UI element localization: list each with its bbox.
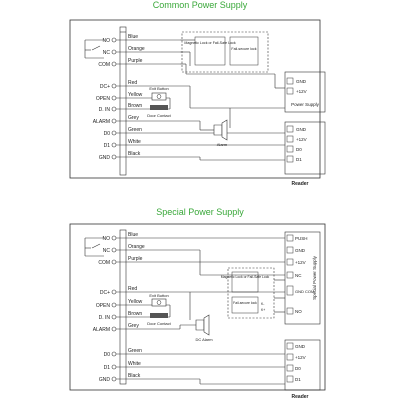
polarity-k-plus: K+ — [261, 308, 265, 312]
terminal-d-in: D. IN — [99, 107, 111, 113]
secure-lock-label: Fail-secure lock — [231, 47, 256, 51]
reader-box — [284, 121, 326, 175]
psu-12v-label: +12V — [295, 260, 306, 265]
diagram-title-common: Common Power Supply — [152, 0, 248, 10]
terminal-alarm: ALARM — [93, 119, 110, 125]
wire-white: White — [128, 361, 141, 367]
terminal-gnd: GND — [99, 377, 111, 383]
terminal-dc-plus: DC+ — [100, 290, 110, 296]
terminal-d-in: D. IN — [99, 315, 111, 321]
lock-box — [227, 267, 275, 319]
wire-grey: Grey — [128, 323, 139, 329]
alarm-symbol — [213, 119, 228, 141]
terminal-no: NO — [103, 236, 111, 242]
alarm-label: DC Alarm — [195, 337, 213, 342]
wire-orange: Orange — [128, 244, 145, 250]
wire-brown: Brown — [128, 103, 142, 109]
terminal-d0: D0 — [104, 352, 111, 358]
terminal-d1: D1 — [104, 365, 111, 371]
exit-button-symbol — [151, 92, 167, 101]
wire-orange: Orange — [128, 46, 145, 52]
alarm-label: Alarm — [217, 142, 228, 147]
polarity-k-minus: K- — [261, 302, 264, 306]
terminal-gnd: GND — [99, 155, 111, 161]
wire-black: Black — [128, 151, 141, 157]
terminal-circles — [111, 235, 117, 382]
terminal-com: COM — [98, 260, 110, 266]
reader-title: Reader — [292, 394, 309, 400]
terminal-nc: NC — [103, 50, 111, 56]
power-supply-box — [284, 71, 326, 113]
power-supply-box — [284, 231, 321, 325]
psu-12v-label: +12V — [296, 89, 307, 94]
terminal-dc-plus: DC+ — [100, 84, 110, 90]
door-contact-label: Door Contact — [147, 113, 171, 118]
psu-title: Power Supply — [291, 102, 320, 107]
wiring-diagram-common: NO NC COM DC+ OPEN D. IN ALARM D0 D1 GND… — [69, 19, 326, 187]
terminal-alarm: ALARM — [93, 327, 110, 333]
reader-d1-label: D1 — [296, 157, 302, 162]
terminal-com: COM — [98, 62, 110, 68]
diagram-frame — [69, 223, 326, 391]
wire-purple: Purple — [128, 58, 143, 64]
terminal-open: OPEN — [96, 303, 111, 309]
wire-yellow: Yellow — [128, 299, 143, 305]
reader-gnd-label: GND — [296, 127, 307, 132]
reader-d1-label: D1 — [295, 377, 301, 382]
lock-label: Magnetic Lock or Fail-Safe Lock — [221, 275, 270, 279]
wire-white: White — [128, 139, 141, 145]
psu-gnd-com-label: GND COM — [295, 289, 314, 294]
wire-red: Red — [128, 286, 137, 292]
reader-box — [284, 339, 321, 391]
wire-green: Green — [128, 348, 142, 354]
wire-green: Green — [128, 127, 142, 133]
wire-grey: Grey — [128, 115, 139, 121]
wire-purple: Purple — [128, 256, 143, 262]
wiring-diagram-special: NO NC COM DC+ OPEN D. IN ALARM D0 D1 GND… — [69, 223, 326, 400]
reader-d0-label: D0 — [295, 366, 301, 371]
psu-no-label: NO — [295, 309, 302, 314]
psu-nc-label: NC — [295, 273, 302, 278]
lock-box — [180, 31, 275, 75]
relay-symbol — [84, 39, 104, 59]
door-contact-symbol — [150, 105, 168, 110]
door-contact-symbol — [150, 313, 168, 318]
psu-gnd-label: GND — [295, 248, 306, 253]
wire-yellow: Yellow — [128, 92, 143, 98]
psu-title: Special Power Supply — [312, 255, 317, 300]
exit-button-label: Exit Button — [149, 86, 168, 91]
reader-gnd-label: GND — [295, 344, 306, 349]
reader-title: Reader — [292, 181, 309, 187]
reader-12v-label: +12V — [296, 137, 307, 142]
alarm-symbol — [195, 314, 210, 336]
lock-label: Magnetic Lock or Fail-Safe Lock — [184, 41, 236, 45]
psu-gnd-label: GND — [296, 79, 307, 84]
wire-brown: Brown — [128, 311, 142, 317]
terminal-strip — [119, 229, 127, 385]
terminal-nc: NC — [103, 248, 111, 254]
terminal-d0: D0 — [104, 131, 111, 137]
terminal-no: NO — [103, 38, 111, 44]
secure-lock-label: Fail-secure lock — [233, 301, 257, 305]
terminal-d1: D1 — [104, 143, 111, 149]
terminal-open: OPEN — [96, 96, 111, 102]
psu-push-label: PUSH — [295, 236, 308, 241]
relay-symbol — [84, 237, 104, 257]
diagram-title-special: Special Power Supply — [156, 207, 244, 217]
exit-button-label: Exit Button — [149, 293, 168, 298]
reader-d0-label: D0 — [296, 147, 302, 152]
diagram-frame — [69, 19, 321, 179]
terminal-strip — [119, 26, 127, 176]
reader-12v-label: +12V — [295, 355, 306, 360]
wire-black: Black — [128, 373, 141, 379]
wire-blue: Blue — [128, 232, 138, 238]
door-contact-label: Door Contact — [147, 321, 171, 326]
wire-blue: Blue — [128, 34, 138, 40]
terminal-circles — [111, 37, 117, 160]
wire-red: Red — [128, 80, 137, 86]
exit-button-symbol — [151, 298, 167, 307]
